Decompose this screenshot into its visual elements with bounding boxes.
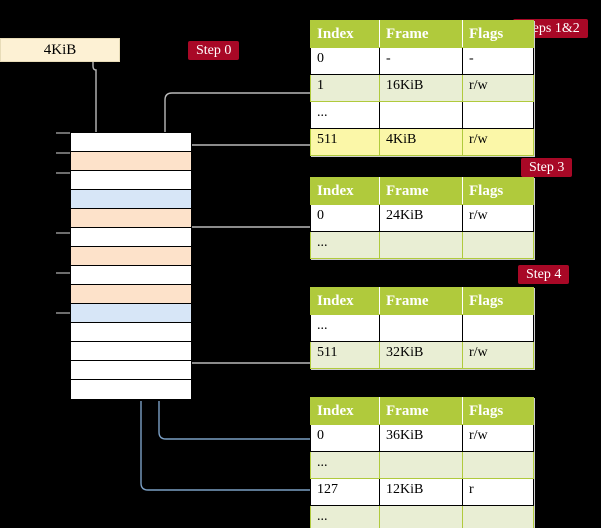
cell-index: 511 [310, 341, 380, 369]
memory-row-9 [71, 304, 191, 323]
cell-index: 511 [310, 128, 380, 156]
physical-memory-column [70, 132, 192, 401]
cell-frame: 4KiB [379, 128, 463, 156]
cell-index: ... [310, 231, 380, 259]
column-header-frame: Frame [379, 287, 463, 315]
cell-flags [462, 231, 534, 259]
cell-frame [379, 451, 463, 479]
column-header-frame: Frame [379, 20, 463, 48]
column-header-flags: Flags [462, 287, 534, 315]
memory-row-8 [71, 285, 191, 304]
column-header-flags: Flags [462, 20, 534, 48]
cell-frame [379, 314, 463, 342]
memory-row-5 [71, 228, 191, 247]
memory-row-10 [71, 323, 191, 342]
memory-tick-2 [56, 172, 70, 174]
cell-flags: r/w [462, 341, 534, 369]
cell-index: 0 [310, 47, 380, 75]
memory-row-6 [71, 247, 191, 266]
memory-row-3 [71, 190, 191, 209]
cell-frame: 32KiB [379, 341, 463, 369]
cell-flags [462, 505, 534, 528]
cell-flags: - [462, 47, 534, 75]
memory-row-11 [71, 342, 191, 361]
cell-flags: r/w [462, 128, 534, 156]
cell-flags [462, 451, 534, 479]
cell-flags: r [462, 478, 534, 506]
cell-index: 0 [310, 424, 380, 452]
cell-index: ... [310, 314, 380, 342]
column-header-index: Index [310, 177, 380, 205]
memory-tick-8 [56, 312, 70, 314]
column-header-index: Index [310, 397, 380, 425]
memory-row-2 [71, 171, 191, 190]
cell-flags [462, 101, 534, 129]
table-row: ... [310, 101, 534, 129]
column-header-index: Index [310, 287, 380, 315]
cell-frame [379, 505, 463, 528]
memory-row-4 [71, 209, 191, 228]
step-badge-step-4: Step 4 [518, 265, 570, 284]
table-row: ... [310, 231, 534, 259]
cell-index: ... [310, 505, 380, 528]
memory-tick-6 [56, 272, 70, 274]
step-badge-step-3: Step 3 [521, 158, 573, 177]
source-frame-label: 4KiB [43, 42, 77, 58]
cell-frame: 36KiB [379, 424, 463, 452]
memory-row-0 [71, 133, 191, 152]
source-frame-box: 4KiB [0, 38, 120, 62]
cell-flags: r/w [462, 424, 534, 452]
cell-frame: 24KiB [379, 204, 463, 232]
cell-frame: 12KiB [379, 478, 463, 506]
cell-frame [379, 231, 463, 259]
wire-memory-to-table1-row511 [172, 144, 310, 166]
step-badge-label: Step 4 [526, 267, 562, 282]
column-header-flags: Flags [462, 397, 534, 425]
column-header-frame: Frame [379, 397, 463, 425]
step-badge-label: Step 0 [196, 43, 232, 58]
cell-index: ... [310, 101, 380, 129]
memory-row-7 [71, 266, 191, 285]
cell-index: ... [310, 451, 380, 479]
cell-flags: r/w [462, 204, 534, 232]
cell-flags [462, 314, 534, 342]
column-header-flags: Flags [462, 177, 534, 205]
table-row: ... [310, 505, 534, 528]
memory-tick-0 [56, 132, 70, 134]
cell-flags: r/w [462, 74, 534, 102]
step-badge-step-0: Step 0 [188, 41, 240, 60]
memory-tick-1 [56, 152, 70, 154]
table-row: ... [310, 451, 534, 479]
cell-index: 1 [310, 74, 380, 102]
column-header-frame: Frame [379, 177, 463, 205]
table-row: 0-- [310, 47, 534, 75]
cell-frame [379, 101, 463, 129]
memory-tick-4 [56, 232, 70, 234]
cell-index: 0 [310, 204, 380, 232]
step-badge-label: Steps 1&2 [521, 21, 580, 36]
cell-frame: - [379, 47, 463, 75]
table-row: ... [310, 314, 534, 342]
memory-row-1 [71, 152, 191, 171]
column-header-index: Index [310, 20, 380, 48]
memory-row-13 [71, 380, 191, 399]
cell-frame: 16KiB [379, 74, 463, 102]
cell-index: 127 [310, 478, 380, 506]
step-badge-label: Step 3 [529, 160, 565, 175]
memory-row-12 [71, 361, 191, 380]
